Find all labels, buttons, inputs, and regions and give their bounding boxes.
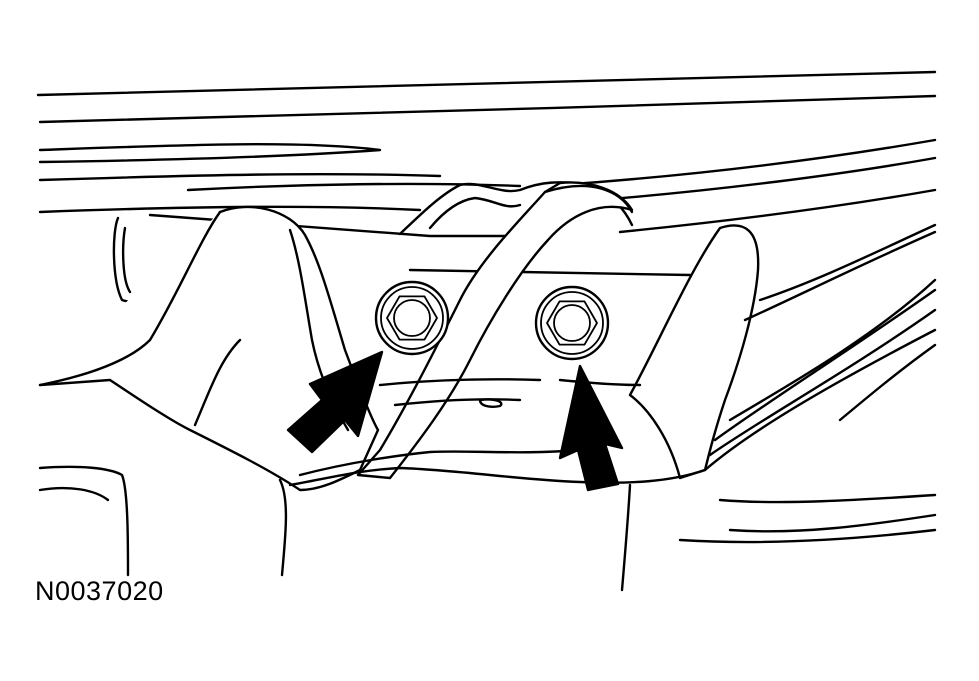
left-bolt-arrow — [286, 350, 384, 454]
diagonal-strap — [356, 181, 634, 480]
right-bolt — [534, 285, 610, 361]
figure-reference-code: N0037020 — [35, 576, 164, 606]
lower-body — [38, 378, 937, 592]
left-hose — [38, 205, 380, 492]
right-bolt-arrow — [558, 364, 624, 492]
right-bracket-arm — [628, 223, 937, 480]
upper-panel-lines — [36, 70, 937, 234]
left-bolt — [374, 280, 450, 356]
